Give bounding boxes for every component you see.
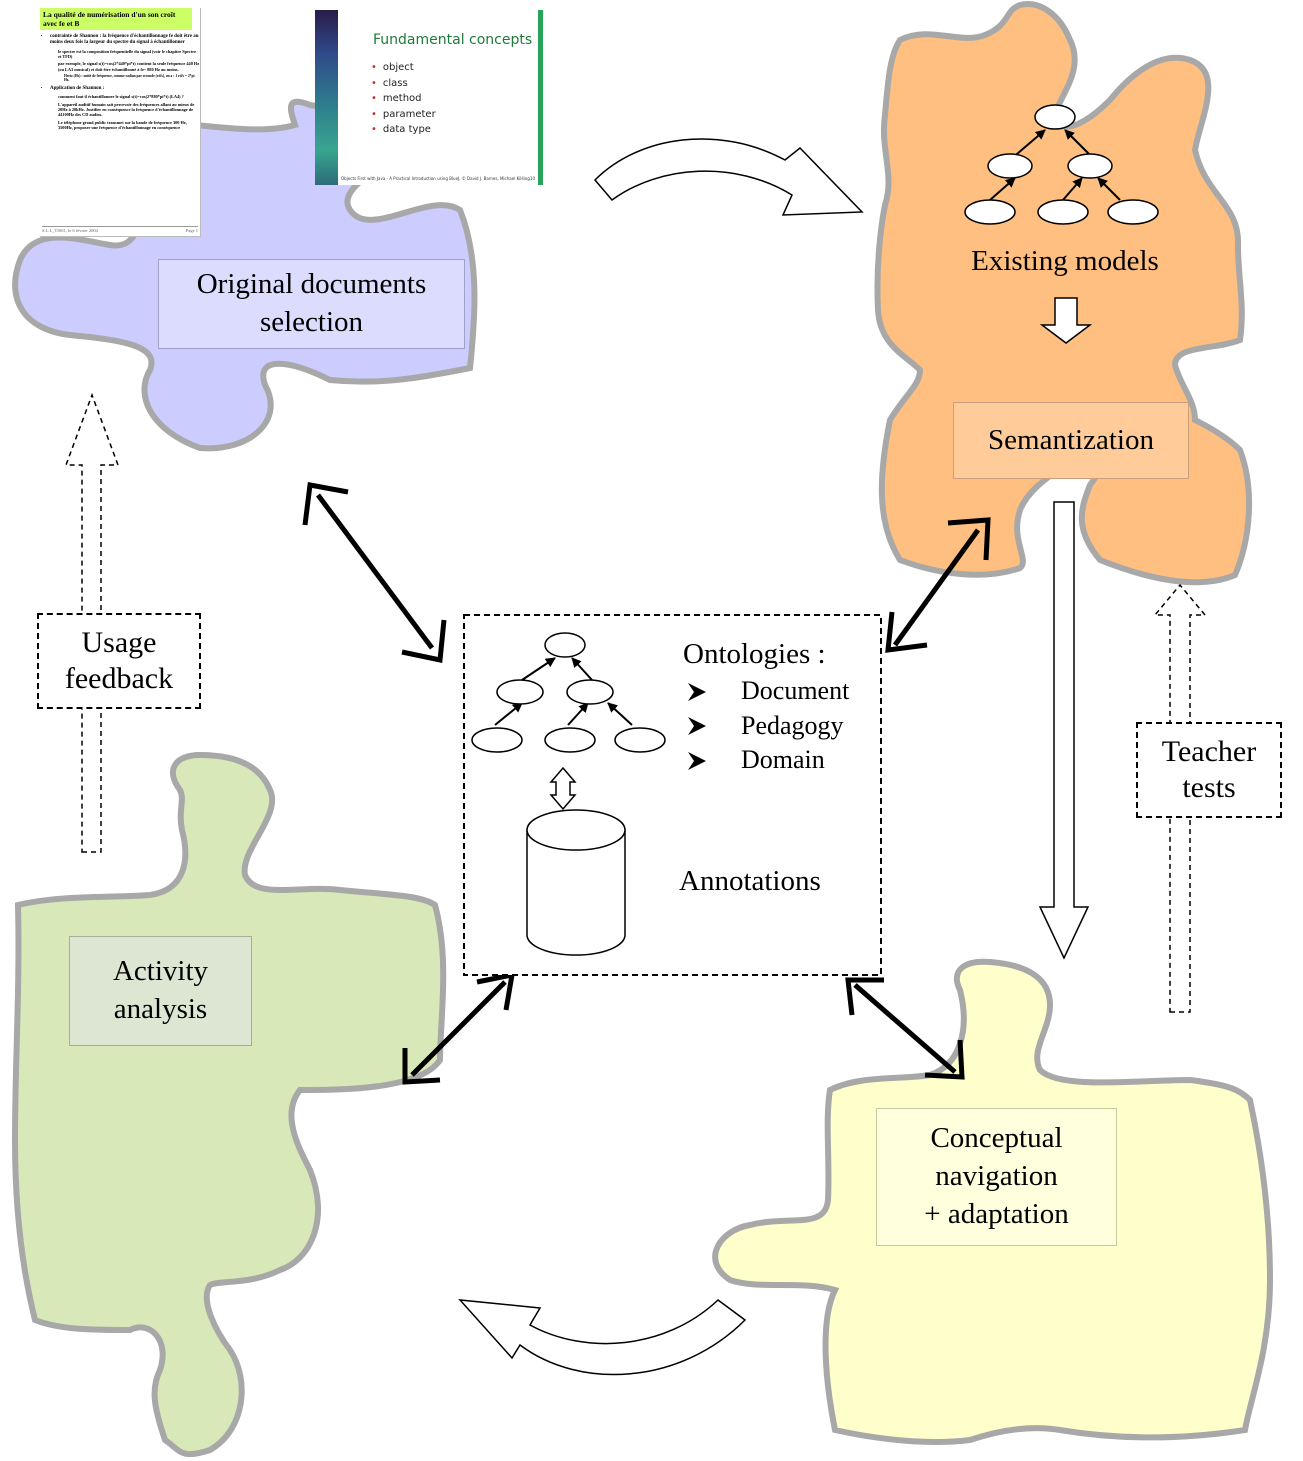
document-thumbnail-slide: Fundamental concepts object class method…: [315, 10, 547, 185]
node-existing-models: Existing models: [971, 245, 1159, 278]
double-arrow-navigation-center: [845, 977, 965, 1080]
slide-accent-bar: [538, 10, 543, 185]
slide-title: Fundamental concepts: [373, 32, 533, 48]
ontology-annotation-link: [549, 766, 577, 811]
doc-sub-bullet: Hertz (Hz) : unité de fréquence, comme r…: [64, 73, 195, 83]
doc-sub-bullet: le spectre est la composition fréquentie…: [58, 48, 196, 59]
ontology-item-domain: Domain: [741, 745, 825, 774]
slide-item: class: [371, 78, 436, 89]
doc-sub-bullet: L'appareil auditif humain sait percevoir…: [58, 101, 195, 118]
slide-item: data type: [371, 124, 436, 135]
doc-sub-bullet: Le téléphone grand public transmet sur l…: [58, 119, 187, 130]
doc-footer: S.L.L_TIS01, le 6 février 2004 Page 1: [42, 226, 198, 233]
hollow-arrow-long: [1038, 501, 1090, 960]
node-conceptual-navigation: Conceptual navigation + adaptation: [876, 1108, 1117, 1246]
ontology-item-document: Document: [741, 676, 850, 705]
double-arrow-docs-center: [302, 482, 447, 664]
orange-puzzle-piece: [874, 1, 1253, 586]
node-activity-analysis: Activity analysis: [69, 936, 252, 1046]
doc-bullet: Application de Shannon : comment faut il…: [50, 86, 200, 130]
doc-bullet: contrainte de Shannon : la fréquence d'é…: [50, 34, 200, 83]
doc-sub-bullet: par exemple, le signal s(t)=cos(2*440*pi…: [58, 61, 200, 72]
node-semantization: Semantization: [953, 402, 1189, 479]
document-thumbnail-french: La qualité de numérisation d'un son croî…: [40, 8, 201, 237]
ontologies-title: Ontologies :: [683, 638, 826, 670]
database-icon: [526, 809, 626, 956]
slide-footer: Objects First with Java - A Practical In…: [341, 176, 535, 181]
node-teacher-tests: Teacher tests: [1136, 722, 1282, 818]
slide-item: method: [371, 93, 436, 104]
doc-title: La qualité de numérisation d'un son croî…: [40, 8, 192, 30]
slide-list: object class method parameter data type: [371, 62, 436, 140]
node-original-documents-selection: Original documents selection: [158, 259, 465, 349]
ontology-item-pedagogy: Pedagogy: [741, 711, 844, 740]
slide-item: parameter: [371, 109, 436, 120]
slide-decoration: [315, 10, 338, 185]
ontology-tree-icon: [471, 632, 666, 753]
hollow-arrow-models: [1039, 297, 1093, 344]
ontology-bullets: [688, 683, 706, 770]
slide-item: object: [371, 62, 436, 73]
flow-arrow-bottom: [458, 1299, 747, 1376]
node-usage-feedback: Usage feedback: [37, 613, 201, 709]
double-arrow-semantization-center: [885, 517, 991, 653]
doc-sub-bullet: comment faut il échantillonner le signal…: [58, 94, 184, 100]
flow-arrow-top: [593, 138, 864, 216]
models-tree-icon: [964, 104, 1159, 225]
annotations-label: Annotations: [679, 865, 821, 897]
green-puzzle-piece: [11, 751, 447, 1458]
